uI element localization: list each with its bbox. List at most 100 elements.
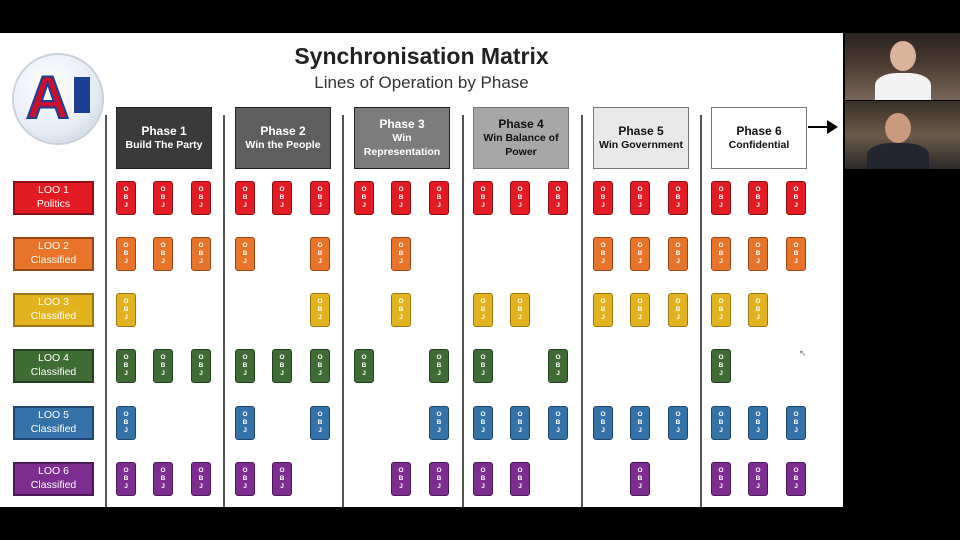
objective-letter: O: [755, 186, 760, 194]
objective-block: OBJ: [748, 406, 768, 440]
objective-letter: O: [123, 298, 128, 306]
objective-letter: B: [199, 362, 204, 370]
video-tile-participant-1[interactable]: [845, 33, 960, 100]
phase-subtitle: Win the People: [245, 139, 320, 152]
objective-letter: J: [719, 258, 723, 266]
objective-letter: J: [719, 370, 723, 378]
objective-letter: B: [437, 362, 442, 370]
objective-letter: B: [280, 194, 285, 202]
objective-letter: B: [318, 362, 323, 370]
objective-letter: O: [317, 298, 322, 306]
loo-subtitle: Classified: [31, 366, 77, 380]
objective-letter: O: [600, 186, 605, 194]
objective-letter: O: [480, 298, 485, 306]
objective-block: OBJ: [272, 462, 292, 496]
objective-block: OBJ: [429, 462, 449, 496]
objective-letter: B: [161, 362, 166, 370]
phase-divider: [700, 115, 702, 507]
participant-face: [885, 113, 911, 143]
objective-letter: J: [794, 202, 798, 210]
objective-letter: J: [518, 314, 522, 322]
objective-letter: J: [601, 202, 605, 210]
objective-letter: O: [436, 186, 441, 194]
objective-letter: O: [675, 411, 680, 419]
objective-letter: J: [437, 370, 441, 378]
slide-title: Synchronisation Matrix: [0, 43, 843, 70]
objective-letter: J: [638, 258, 642, 266]
objective-letter: B: [481, 194, 486, 202]
objective-letter: J: [199, 370, 203, 378]
objective-letter: B: [794, 475, 799, 483]
objective-letter: J: [676, 202, 680, 210]
objective-block: OBJ: [310, 293, 330, 327]
objective-letter: O: [160, 467, 165, 475]
video-tile-participant-2[interactable]: [845, 101, 960, 169]
objective-letter: O: [517, 411, 522, 419]
objective-letter: J: [601, 427, 605, 435]
objective-letter: O: [123, 186, 128, 194]
objective-letter: J: [481, 202, 485, 210]
loo-title: LOO 5: [38, 409, 69, 423]
objective-letter: J: [481, 370, 485, 378]
objective-letter: B: [124, 362, 129, 370]
objective-letter: O: [242, 186, 247, 194]
objective-letter: B: [719, 362, 724, 370]
objective-letter: O: [637, 467, 642, 475]
loo-subtitle: Classified: [31, 310, 77, 324]
objective-letter: J: [243, 258, 247, 266]
objective-block: OBJ: [354, 349, 374, 383]
objective-block: OBJ: [473, 462, 493, 496]
objective-letter: O: [600, 242, 605, 250]
objective-letter: J: [676, 258, 680, 266]
objective-block: OBJ: [429, 181, 449, 215]
objective-block: OBJ: [116, 181, 136, 215]
phase-divider: [462, 115, 464, 507]
objective-letter: B: [199, 475, 204, 483]
objective-block: OBJ: [153, 462, 173, 496]
objective-letter: J: [124, 258, 128, 266]
objective-letter: O: [517, 467, 522, 475]
objective-letter: J: [518, 427, 522, 435]
objective-letter: O: [675, 242, 680, 250]
objective-letter: J: [318, 427, 322, 435]
phase-subtitle: Win Government: [599, 139, 683, 152]
objective-letter: B: [280, 475, 285, 483]
loo-title: LOO 6: [38, 465, 69, 479]
objective-letter: B: [199, 250, 204, 258]
objective-letter: B: [161, 250, 166, 258]
objective-block: OBJ: [391, 293, 411, 327]
loo-subtitle: Classified: [31, 423, 77, 437]
objective-letter: J: [794, 258, 798, 266]
objective-letter: O: [317, 186, 322, 194]
objective-block: OBJ: [786, 237, 806, 271]
objective-letter: O: [317, 242, 322, 250]
objective-letter: B: [676, 306, 681, 314]
objective-letter: B: [437, 419, 442, 427]
objective-letter: B: [399, 306, 404, 314]
objective-letter: J: [280, 202, 284, 210]
objective-letter: O: [718, 467, 723, 475]
objective-letter: B: [556, 419, 561, 427]
objective-letter: B: [638, 250, 643, 258]
objective-block: OBJ: [391, 237, 411, 271]
phase-header-6: Phase 6Confidential: [711, 107, 807, 169]
objective-letter: J: [756, 202, 760, 210]
objective-letter: J: [676, 427, 680, 435]
objective-letter: O: [637, 186, 642, 194]
objective-letter: O: [793, 411, 798, 419]
objective-block: OBJ: [510, 406, 530, 440]
loo-subtitle: Classified: [31, 479, 77, 493]
objective-letter: J: [437, 427, 441, 435]
objective-letter: O: [436, 411, 441, 419]
objective-letter: J: [199, 202, 203, 210]
objective-letter: B: [243, 419, 248, 427]
objective-letter: O: [755, 242, 760, 250]
objective-letter: B: [481, 362, 486, 370]
